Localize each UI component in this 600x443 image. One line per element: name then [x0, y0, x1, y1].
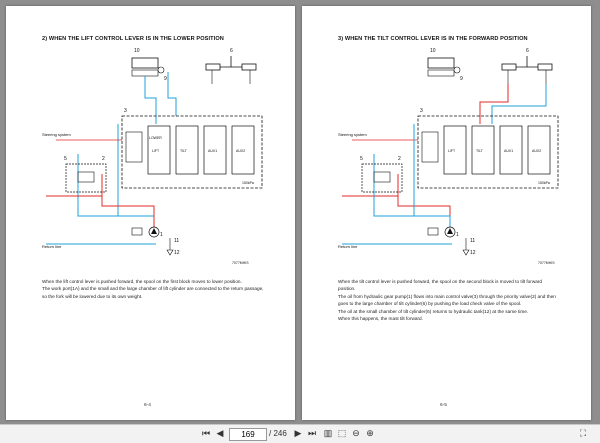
label-3: 3: [420, 108, 423, 114]
page-number: 6-4: [144, 403, 151, 408]
paragraph: The work port(1A) and the small and the …: [42, 286, 264, 299]
section-heading: 2) WHEN THE LIFT CONTROL LEVER IS IN THE…: [42, 36, 224, 42]
viewer-toolbar: ⏮ ◀ / 246 ▶ ⏭ ▥ ⬚ ⊖ ⊕ ⛶: [0, 424, 600, 443]
label-10: 10: [134, 48, 140, 54]
lift-cylinder: [427, 57, 461, 77]
label-aux1: AUX1: [504, 149, 513, 153]
zoom-in-icon[interactable]: ⊕: [366, 428, 374, 438]
main-control-valve: [417, 115, 559, 189]
label-steering: Steering system: [338, 132, 367, 137]
label-code: 7077MHIS: [538, 261, 555, 265]
label-pressure: 150kPa: [538, 181, 550, 185]
first-page-icon[interactable]: ⏮: [201, 428, 211, 438]
label-aux1: AUX1: [208, 149, 217, 153]
label-10: 10: [430, 48, 436, 54]
label-lift: LIFT: [448, 149, 456, 153]
body-text: When the tilt control lever is pushed fo…: [338, 278, 560, 322]
label-1: 1: [160, 232, 163, 238]
label-5: 5: [360, 156, 363, 162]
paragraph: When this happens, the mast tilt forward…: [338, 316, 423, 322]
label-return: Return line: [338, 244, 358, 249]
two-page-view-icon[interactable]: ▥: [323, 428, 333, 438]
label-3: 3: [124, 108, 127, 114]
page-number-input[interactable]: [229, 428, 267, 441]
next-page-icon[interactable]: ▶: [294, 428, 302, 438]
label-11: 11: [470, 238, 475, 244]
document-page-right: 3) WHEN THE TILT CONTROL LEVER IS IN THE…: [302, 6, 591, 420]
paragraph: When the lift control lever is pushed fo…: [42, 279, 242, 284]
label-12: 12: [174, 250, 180, 256]
label-tilt: TILT: [180, 149, 188, 153]
tilt-cylinder: [501, 56, 553, 84]
fullscreen-icon[interactable]: ⛶: [579, 428, 587, 438]
label-6: 6: [230, 48, 233, 54]
hydraulic-pump: [131, 226, 160, 238]
hydraulic-pump: [427, 226, 456, 238]
tilt-cylinder: [205, 56, 257, 84]
label-2: 2: [102, 156, 105, 162]
hydraulic-circuit-diagram: 10 9 6 3 5 2 11 12 1 Steering system Ret…: [42, 48, 263, 265]
label-2: 2: [398, 156, 401, 162]
paragraph: When the tilt control lever is pushed fo…: [338, 279, 543, 292]
hydraulic-circuit-diagram: 10 9 6 3 5 2 11 12 1 Steering system Ret…: [338, 48, 559, 265]
label-lower: LOWER: [149, 136, 162, 140]
total-pages: / 246: [269, 429, 287, 438]
label-1: 1: [456, 232, 459, 238]
last-page-icon[interactable]: ⏭: [307, 428, 317, 438]
main-control-valve: [121, 115, 263, 189]
paragraph: The oil at the small chamber of tilt cyl…: [338, 308, 529, 314]
label-9: 9: [164, 76, 167, 82]
body-text: When the lift control lever is pushed fo…: [42, 278, 264, 300]
label-12: 12: [470, 250, 476, 256]
lift-cylinder: [131, 57, 165, 77]
label-aux2: AUX2: [532, 149, 541, 153]
label-return: Return line: [42, 244, 62, 249]
label-lift: LIFT: [152, 149, 160, 153]
label-5: 5: [64, 156, 67, 162]
label-9: 9: [460, 76, 463, 82]
section-heading: 3) WHEN THE TILT CONTROL LEVER IS IN THE…: [338, 36, 528, 42]
page-number: 6-5: [440, 403, 447, 408]
label-pressure: 150kPa: [242, 181, 254, 185]
paragraph: The oil from hydraulic gear pump(1) flow…: [338, 293, 556, 307]
label-code: 7077MHIS: [232, 261, 249, 265]
document-page-left: 2) WHEN THE LIFT CONTROL LEVER IS IN THE…: [6, 6, 295, 420]
label-6: 6: [526, 48, 529, 54]
label-steering: Steering system: [42, 132, 71, 137]
fit-width-icon[interactable]: ⬚: [337, 428, 347, 438]
label-aux2: AUX2: [236, 149, 245, 153]
zoom-out-icon[interactable]: ⊖: [352, 428, 360, 438]
prev-page-icon[interactable]: ◀: [216, 428, 224, 438]
label-11: 11: [174, 238, 179, 244]
label-tilt: TILT: [476, 149, 484, 153]
